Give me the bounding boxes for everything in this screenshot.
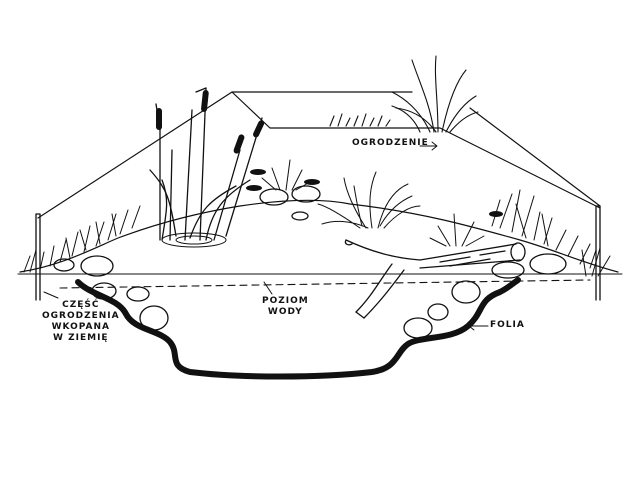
liner-pointer [468, 321, 489, 331]
fence-label: OGRODZENIE [352, 138, 429, 148]
water-level-label-line1: POZIOM [262, 296, 309, 306]
ripples [161, 232, 227, 248]
water-level-line [59, 279, 591, 289]
grass-clump-center [317, 171, 421, 229]
liner-label: FOLIA [490, 320, 525, 330]
grass-clump-right [491, 189, 597, 269]
fence-post-left [35, 213, 41, 301]
buried-fence-label: CZĘŚĆ OGRODZENIA WKOPANA W ZIEMIĘ [42, 300, 120, 344]
grass-clump-small [261, 159, 611, 277]
grass-clump-top-right [329, 55, 479, 133]
buried-label-line1: CZĘŚĆ [62, 300, 100, 310]
buried-label-line4: W ZIEMIĘ [53, 333, 109, 343]
water-level-label: POZIOM WODY [262, 296, 309, 318]
cattails [149, 87, 263, 241]
water-level-label-line2: WODY [267, 307, 303, 317]
grass-clump-left [23, 205, 141, 273]
small-leaves [246, 169, 503, 217]
water-level-pointer [263, 281, 273, 295]
pond-surface-outline [19, 199, 619, 273]
pond-liner [75, 277, 521, 380]
log [344, 239, 526, 319]
stones [53, 185, 567, 339]
buried-label-line3: WKOPANA [51, 322, 110, 332]
fence-wire [37, 91, 601, 219]
buried-pointer [43, 291, 59, 299]
buried-label-line2: OGRODZENIA [42, 311, 120, 321]
cattail-heads [156, 90, 265, 154]
fence-pointer [419, 141, 438, 151]
fence-post-right [595, 205, 601, 301]
